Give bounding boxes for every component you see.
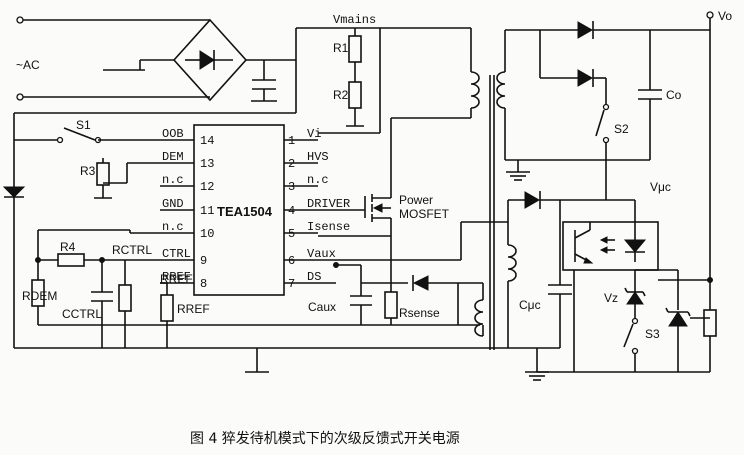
- power-mosfet: Power MOSFET: [318, 192, 450, 260]
- ac-input: ~AC: [16, 16, 210, 101]
- svg-text:Vo: Vo: [718, 9, 732, 23]
- caux-capacitor: Caux: [308, 264, 372, 325]
- pin-number-5: 5: [288, 227, 295, 241]
- ac-label: ~AC: [16, 58, 40, 72]
- pin-number-13: 13: [200, 157, 214, 171]
- svg-text:RREF: RREF: [160, 272, 193, 286]
- rsense-resistor: Rsense: [384, 260, 440, 325]
- svg-text:R1: R1: [333, 41, 349, 55]
- svg-text:Cμc: Cμc: [519, 298, 541, 312]
- pin-number-8: 8: [200, 277, 207, 291]
- svg-text:Co: Co: [666, 88, 682, 102]
- figure-caption: 图 4 猝发待机模式下的次级反馈式开关电源: [190, 431, 460, 447]
- pin-label-13: DEM: [162, 150, 184, 164]
- pin-label-3: n.c: [307, 173, 329, 187]
- svg-text:MOSFET: MOSFET: [399, 207, 450, 221]
- cuc-capacitor: Cμc: [519, 200, 572, 348]
- vuc-rail: Vμc: [508, 180, 671, 232]
- r4-resistor: R4: [35, 240, 160, 267]
- svg-text:CCTRL: CCTRL: [62, 307, 102, 321]
- pin-label-10: n.c: [162, 220, 184, 234]
- output-resistor: [574, 30, 717, 373]
- pin-label-6: Vaux: [307, 247, 336, 261]
- ic-right-pins: 1 Vi 2 HVS 3 n.c 4 DRIVER 5 Isense 6 Vaux 7 DS: [284, 127, 350, 291]
- pin-label-9: CTRL: [162, 247, 191, 261]
- svg-text:RCTRL: RCTRL: [112, 243, 152, 257]
- aux-diode: [361, 275, 484, 336]
- pin-number-10: 10: [200, 227, 214, 241]
- transformer: [470, 71, 517, 350]
- r3-resistor: R3: [80, 158, 160, 199]
- rctrl-resistor: RCTRL: [112, 243, 152, 348]
- pin-number-11: 11: [200, 204, 214, 218]
- bulk-capacitor: [251, 60, 277, 102]
- co-capacitor: Co: [638, 30, 682, 160]
- svg-text:Rsense: Rsense: [399, 306, 440, 320]
- pin-number-9: 9: [200, 254, 207, 268]
- svg-text:S3: S3: [645, 327, 660, 341]
- svg-text:Power: Power: [399, 193, 433, 207]
- pin-number-7: 7: [288, 277, 295, 291]
- r1-resistor: R1: [333, 28, 362, 82]
- pin-label-12: n.c: [162, 173, 184, 187]
- shunt-regulator: [635, 269, 710, 372]
- rdem-resistor: RDEM: [22, 279, 480, 326]
- ic-name: TEA1504: [217, 204, 273, 219]
- pin-label-8: RREF: [162, 270, 191, 284]
- svg-text:RDEM: RDEM: [22, 289, 57, 303]
- cctrl-capacitor: CCTRL: [62, 260, 113, 348]
- svg-text:R4: R4: [60, 240, 76, 254]
- svg-text:S2: S2: [614, 122, 629, 136]
- vmains-label: Vmains: [333, 13, 376, 27]
- pin-number-4: 4: [288, 204, 295, 218]
- pin-label-4: DRIVER: [307, 197, 350, 211]
- s1-switch: S1: [14, 118, 160, 144]
- optocoupler: [562, 221, 659, 271]
- bridge-rectifier: [103, 18, 264, 102]
- svg-text:Caux: Caux: [308, 300, 336, 314]
- s3-switch: S3: [623, 317, 660, 372]
- s2-switch: [595, 103, 610, 198]
- rref-resistor: RREF RREF: [160, 272, 210, 348]
- pin-label-5: Isense: [307, 220, 350, 234]
- pin-number-6: 6: [288, 254, 295, 268]
- pin-number-2: 2: [288, 157, 295, 171]
- r2-resistor: R2: [333, 81, 364, 127]
- svg-text:Vz: Vz: [604, 291, 618, 305]
- secondary-output: Vo S2: [504, 9, 732, 136]
- pin-number-12: 12: [200, 180, 214, 194]
- pin-number-14: 14: [200, 134, 214, 148]
- svg-text:R3: R3: [80, 164, 96, 178]
- pin-number-3: 3: [288, 180, 295, 194]
- pin-label-7: DS: [307, 270, 321, 284]
- pin-label-1: Vi: [307, 127, 321, 141]
- vmains-rail: Vmains: [264, 13, 472, 72]
- svg-text:S1: S1: [76, 118, 91, 132]
- svg-text:RREF: RREF: [177, 302, 210, 316]
- pin-label-14: OOB: [162, 127, 184, 141]
- startup-diode: [2, 60, 560, 349]
- pin-label-2: HVS: [307, 150, 329, 164]
- pin-number-1: 1: [288, 134, 295, 148]
- svg-text:R2: R2: [333, 88, 349, 102]
- vz-zener: Vz: [604, 270, 646, 318]
- pin-label-11: GND: [162, 197, 184, 211]
- svg-text:Vμc: Vμc: [650, 180, 671, 194]
